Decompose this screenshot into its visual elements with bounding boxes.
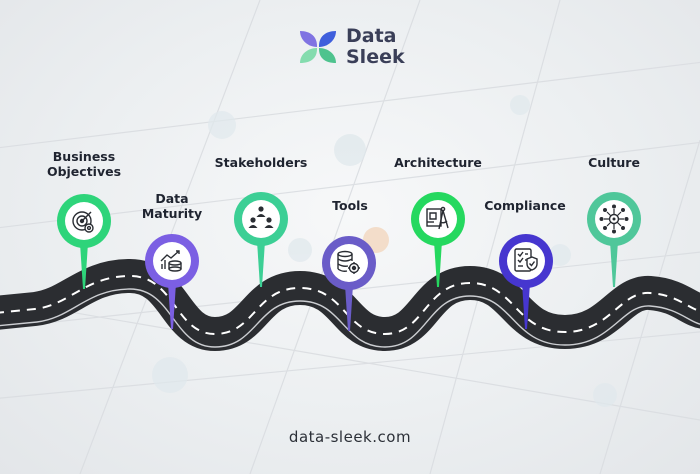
people-circle-icon xyxy=(599,204,629,234)
milestone-pin-stakeholders xyxy=(233,192,288,287)
brand-logo: Data Sleek xyxy=(298,26,405,68)
team-hierarchy-icon xyxy=(248,206,274,228)
milestone-pin-business-objectives xyxy=(56,194,111,289)
milestone-label-stakeholders: Stakeholders xyxy=(201,155,321,170)
milestone-label-business-objectives: Business Objectives xyxy=(24,149,144,179)
milestone-label-line: Stakeholders xyxy=(214,155,308,170)
brand-name: Data Sleek xyxy=(346,26,405,68)
milestone-label-line: Objectives xyxy=(46,164,122,179)
checklist-shield-icon xyxy=(514,248,538,272)
milestone-pin-data-maturity xyxy=(144,234,199,329)
brand-name-line2: Sleek xyxy=(346,46,405,68)
milestone-label-architecture: Architecture xyxy=(378,155,498,170)
road-center-dash xyxy=(0,274,700,336)
growth-chart-icon xyxy=(160,250,182,272)
data-sleek-logo-icon xyxy=(300,31,336,63)
milestone-pin-culture xyxy=(586,192,641,287)
footer-url: data-sleek.com xyxy=(288,428,412,446)
milestone-pin-tools xyxy=(321,236,376,331)
blueprint-compass-icon xyxy=(426,206,449,230)
milestone-label-compliance: Compliance xyxy=(465,198,585,213)
milestone-label-tools: Tools xyxy=(290,198,410,213)
database-gear-icon xyxy=(337,250,360,274)
milestone-label-data-maturity: Data Maturity xyxy=(112,191,232,221)
milestone-pin-architecture xyxy=(410,192,465,287)
milestone-label-line: Business xyxy=(52,149,116,164)
milestone-label-line: Architecture xyxy=(394,155,482,170)
milestone-label-line: Culture xyxy=(588,155,640,170)
milestone-label-line: Compliance xyxy=(484,198,566,213)
milestone-label-line: Data xyxy=(155,191,189,206)
milestone-label-line: Maturity xyxy=(141,206,203,221)
brand-name-line1: Data xyxy=(346,25,397,47)
milestone-label-line: Tools xyxy=(332,198,368,213)
road-edge-line xyxy=(0,288,700,348)
milestone-label-culture: Culture xyxy=(554,155,674,170)
milestone-pin-compliance xyxy=(498,234,553,329)
target-gear-icon xyxy=(72,211,94,233)
